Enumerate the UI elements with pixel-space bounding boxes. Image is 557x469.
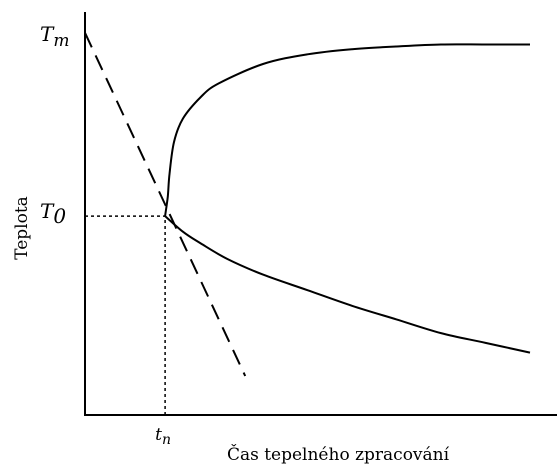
y-axis-title: Teplota <box>12 196 32 260</box>
series-layer <box>84 32 531 377</box>
y-tick-label-t0: T0 <box>40 199 66 228</box>
x-tick-label-tn: tn <box>155 425 171 448</box>
x-axis-title: Čas tepelného zpracování <box>227 444 450 465</box>
series-line-0 <box>164 43 530 217</box>
series-line-1 <box>164 215 531 354</box>
y-tick-label-tm: Tm <box>40 22 69 51</box>
reference-lines <box>85 215 166 415</box>
series-line-2 <box>84 32 247 377</box>
